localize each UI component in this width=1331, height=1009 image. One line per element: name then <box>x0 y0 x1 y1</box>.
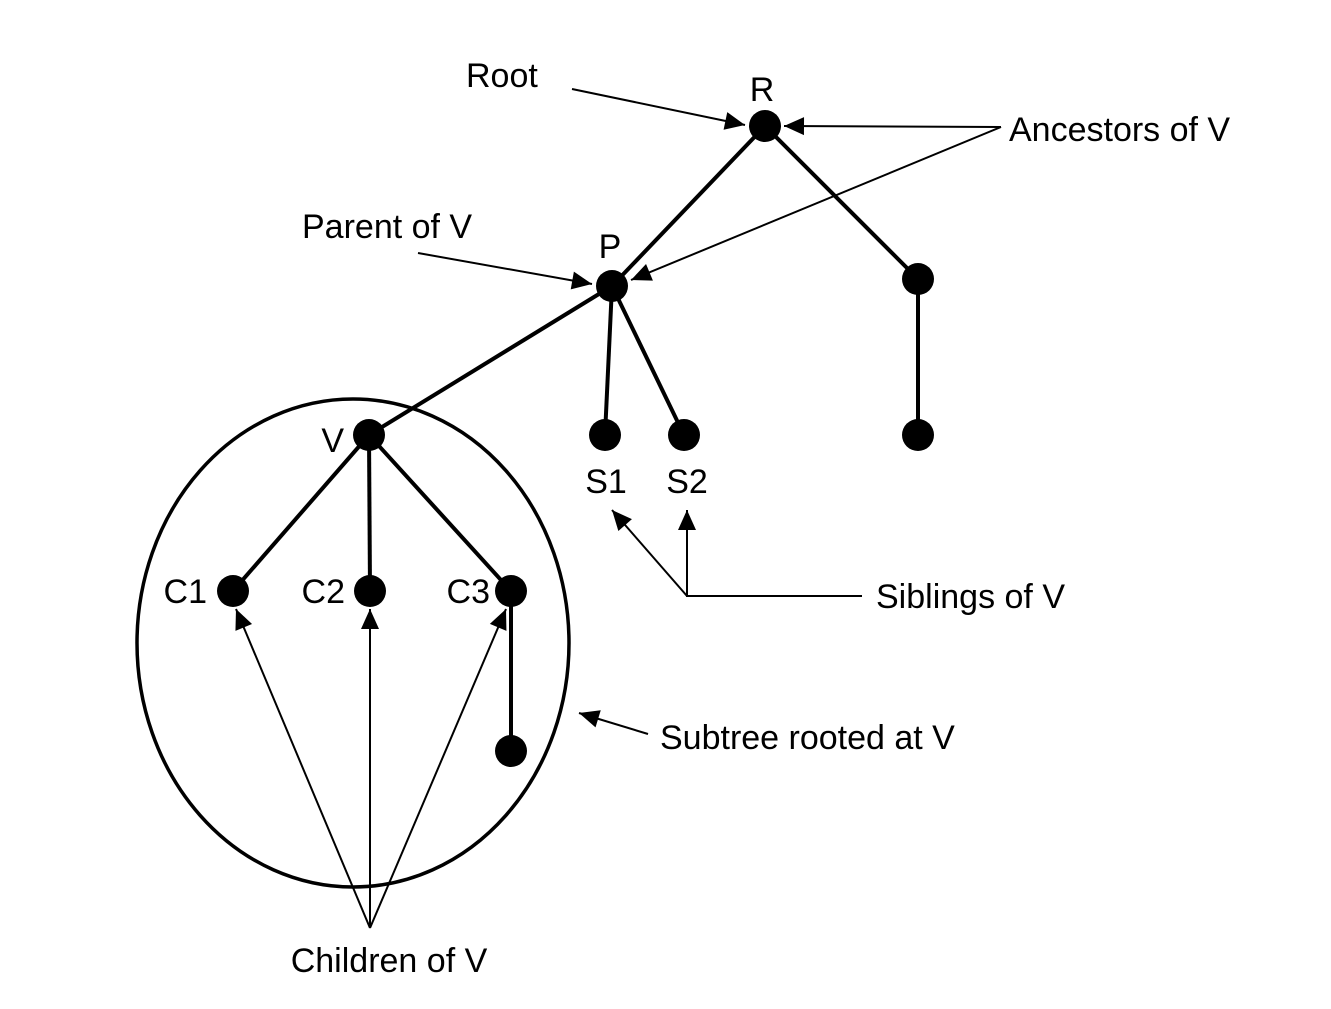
node-c3 <box>495 575 527 607</box>
label-c1: C1 <box>164 573 207 611</box>
edge-v-c3 <box>367 433 513 593</box>
label-v: V <box>321 422 344 460</box>
arrow-siblings-s2 <box>678 510 862 597</box>
arrow-parent <box>417 252 593 290</box>
node-right <box>902 263 934 295</box>
edge-p-s2 <box>610 285 686 436</box>
node-c3-leaf <box>495 735 527 767</box>
annotation-arrows <box>235 88 1002 929</box>
arrow-siblings-s1 <box>611 509 688 597</box>
arrow-children-c1 <box>235 608 371 929</box>
label-c2: C2 <box>302 573 345 611</box>
annotation-ancestors: Ancestors of V <box>1009 111 1230 149</box>
node-labels: R P V S1 S2 C1 C2 C3 <box>164 71 775 611</box>
arrow-ancestors-p <box>630 126 1002 281</box>
node-c1 <box>217 575 249 607</box>
edge-p-v <box>367 284 614 437</box>
node-v <box>353 419 385 451</box>
arrow-ancestors-r <box>783 117 1002 136</box>
edge-v-c2 <box>367 434 372 592</box>
label-s1: S1 <box>585 463 627 501</box>
node-s2 <box>668 419 700 451</box>
node-r <box>749 110 781 142</box>
annotation-root: Root <box>466 57 538 95</box>
node-s1 <box>589 419 621 451</box>
tree-nodes <box>217 110 934 767</box>
label-s2: S2 <box>666 463 708 501</box>
arrow-children-c3 <box>369 608 507 929</box>
edge-r-p <box>610 124 767 288</box>
annotation-parent: Parent of V <box>302 208 472 246</box>
node-right-leaf <box>902 419 934 451</box>
edge-r-right <box>763 124 920 281</box>
node-p <box>596 270 628 302</box>
annotation-subtree: Subtree rooted at V <box>660 719 955 757</box>
annotation-children: Children of V <box>291 942 488 980</box>
label-p: P <box>599 228 622 266</box>
annotation-labels: Root Ancestors of V Parent of V Siblings… <box>291 57 1231 980</box>
tree-edges <box>231 124 920 751</box>
arrow-subtree <box>578 710 649 735</box>
arrow-root <box>571 88 746 130</box>
label-r: R <box>750 71 775 109</box>
edge-p-s1 <box>603 285 614 436</box>
edge-v-c1 <box>231 433 371 593</box>
node-c2 <box>354 575 386 607</box>
subtree-ellipse <box>135 397 571 889</box>
annotation-siblings: Siblings of V <box>876 578 1065 616</box>
label-c3: C3 <box>447 573 490 611</box>
